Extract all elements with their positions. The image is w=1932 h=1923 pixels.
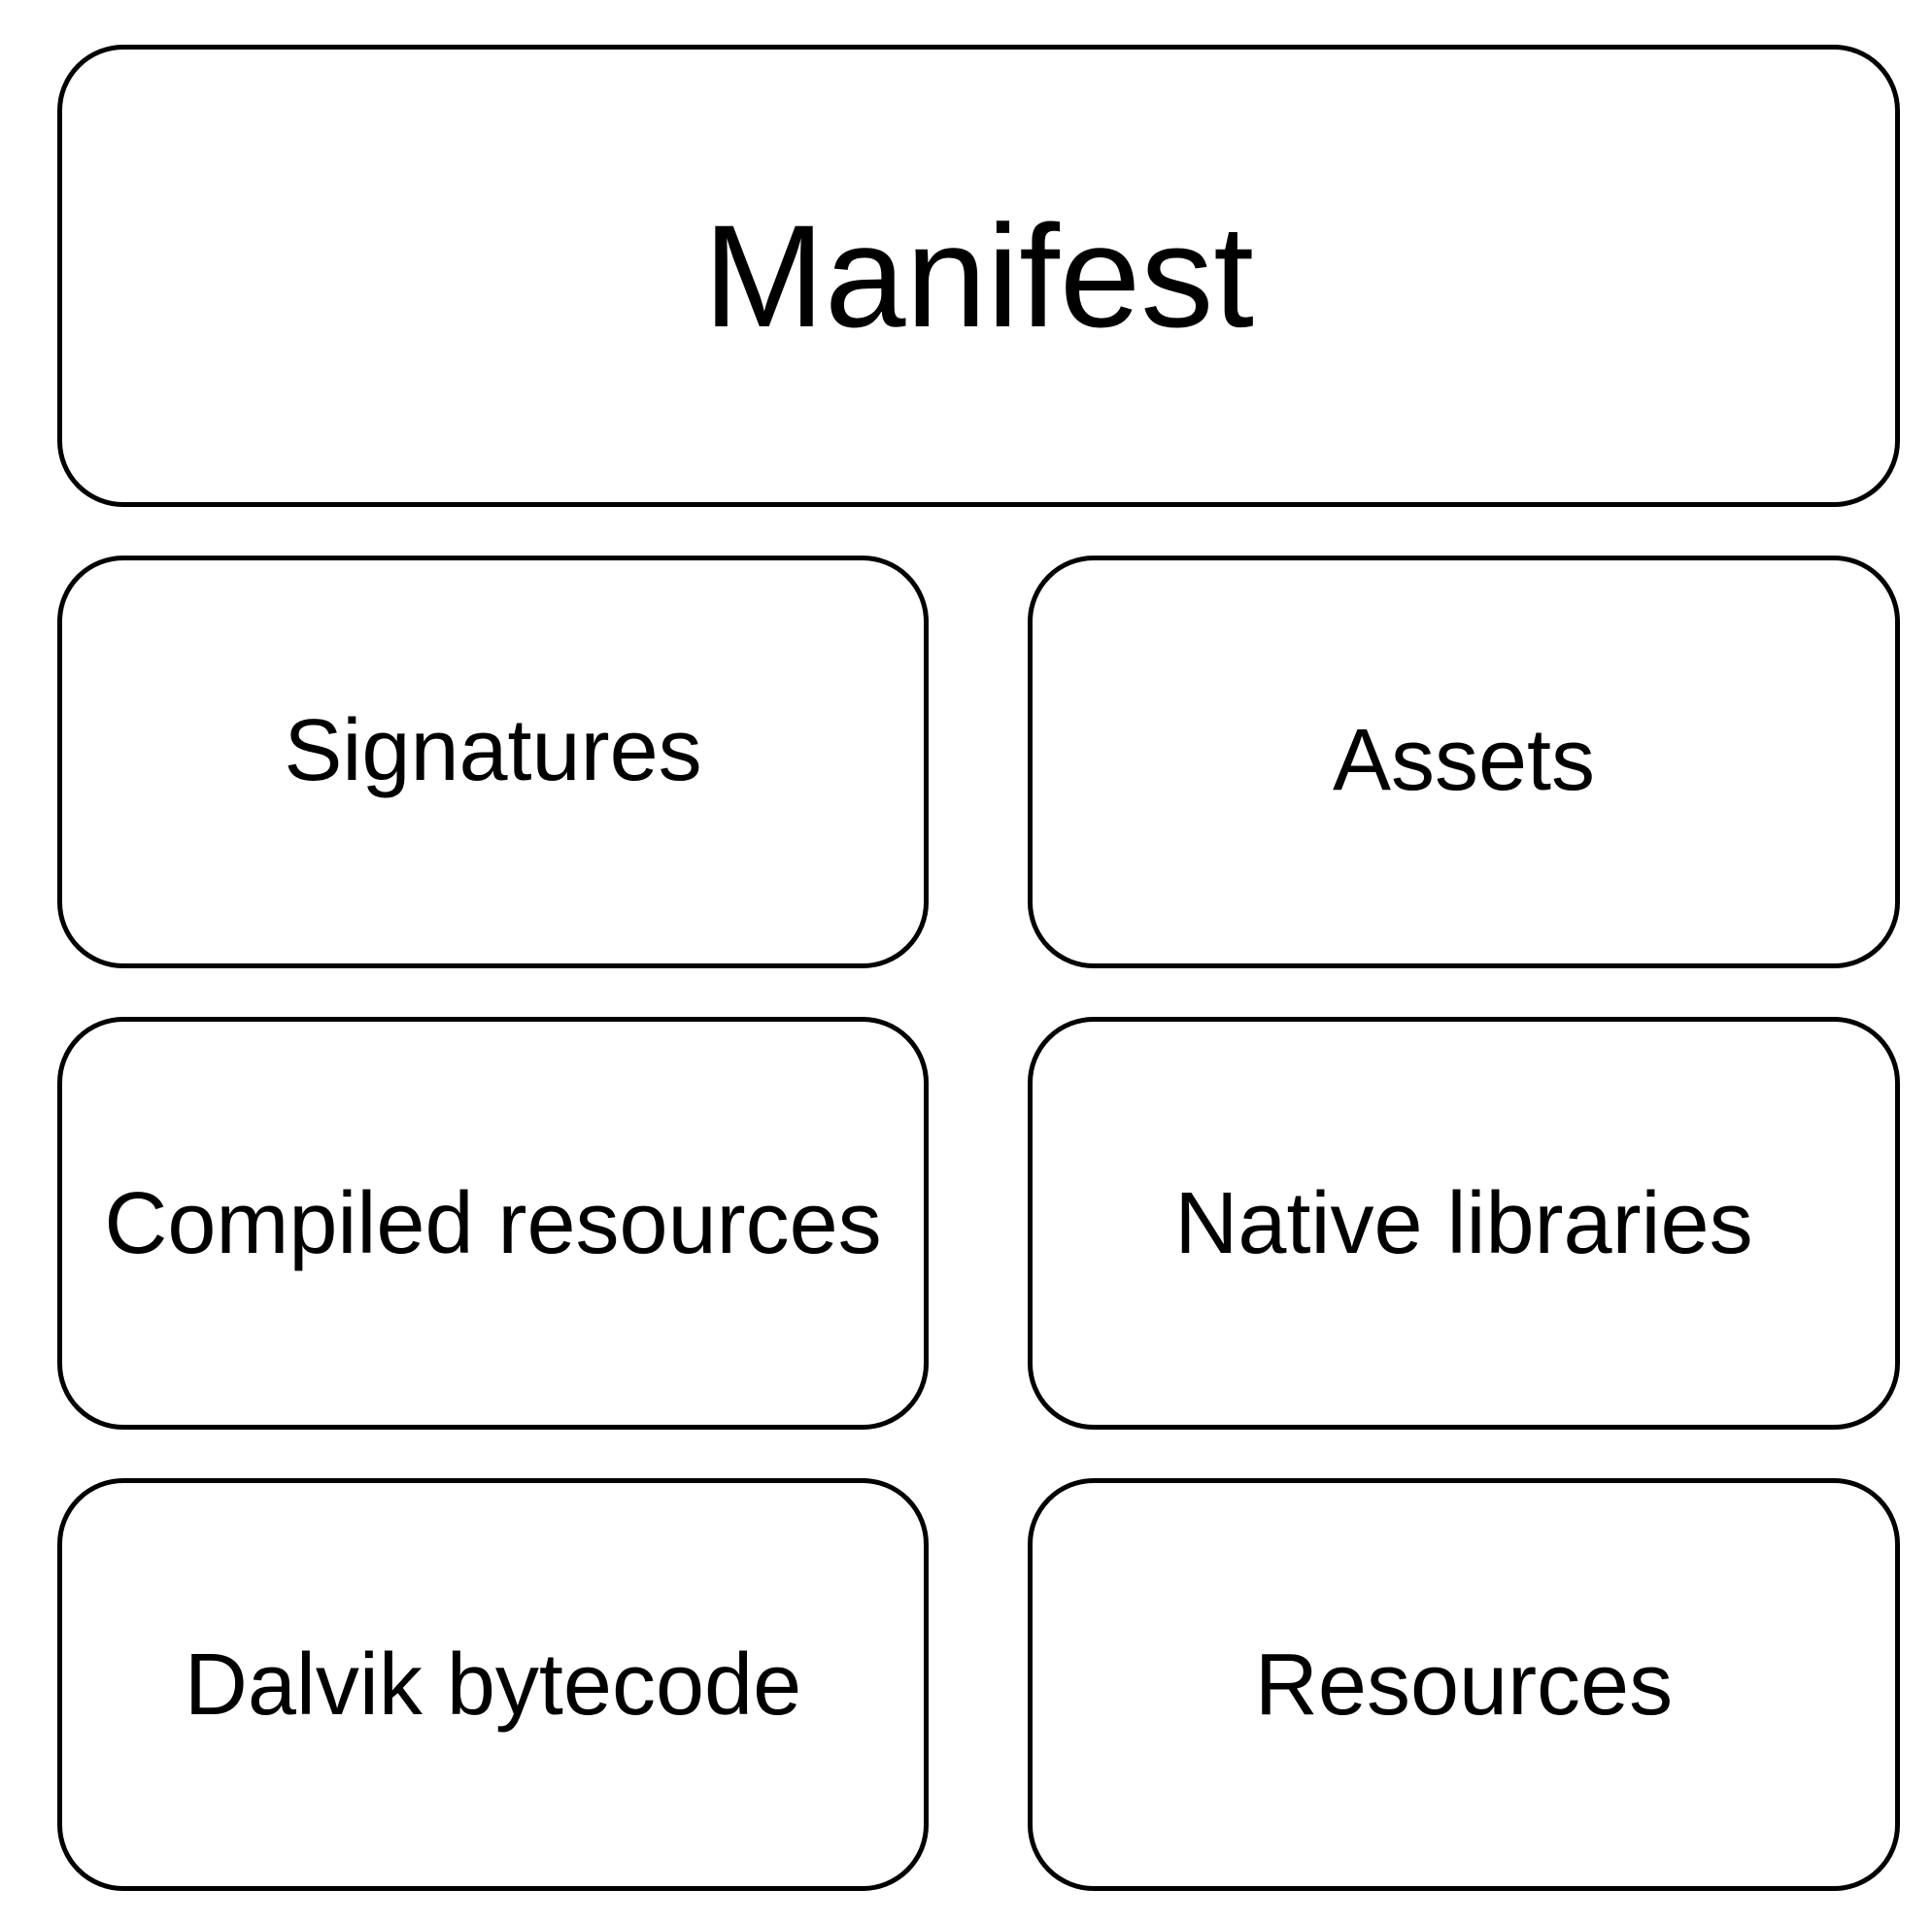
signatures-label: Signatures [284, 701, 702, 799]
resources-block: Resources [1028, 1478, 1900, 1891]
dalvik-bytecode-block: Dalvik bytecode [57, 1478, 929, 1891]
signatures-block: Signatures [57, 556, 929, 968]
native-libraries-block: Native libraries [1028, 1017, 1900, 1430]
assets-block: Assets [1028, 556, 1900, 968]
assets-label: Assets [1332, 711, 1596, 809]
manifest-label: Manifest [703, 194, 1254, 357]
dalvik-bytecode-label: Dalvik bytecode [184, 1636, 802, 1734]
compiled-resources-label: Compiled resources [104, 1174, 882, 1272]
compiled-resources-block: Compiled resources [57, 1017, 929, 1430]
resources-label: Resources [1254, 1636, 1674, 1734]
manifest-block: Manifest [57, 45, 1900, 507]
native-libraries-label: Native libraries [1174, 1174, 1753, 1272]
